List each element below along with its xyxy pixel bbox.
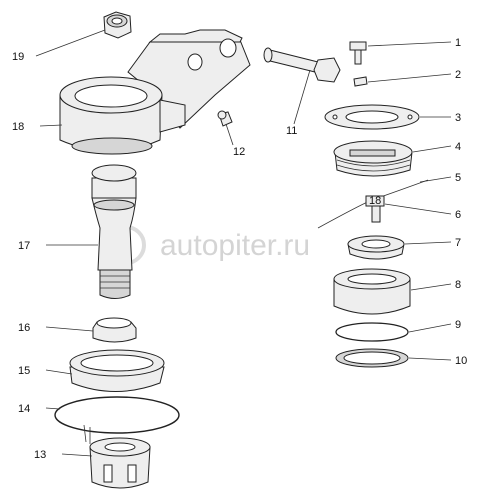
watermark-text: autopiter.ru — [160, 229, 310, 262]
part-15-boot — [69, 349, 165, 392]
part-8-sleeve — [333, 268, 411, 315]
callout-5: 5 — [455, 172, 461, 184]
callout-18: 18 — [12, 121, 24, 133]
part-19-nut — [103, 11, 132, 39]
watermark: autopiter.ru — [106, 225, 310, 265]
part-2-washer — [353, 76, 368, 87]
callout-8: 8 — [455, 279, 461, 291]
callout-4: 4 — [455, 141, 461, 153]
part-10-seal — [335, 348, 409, 368]
callout-17: 17 — [18, 240, 30, 252]
part-16-cap — [92, 317, 137, 343]
callout-11: 11 — [286, 125, 297, 137]
part-3-plate — [324, 104, 420, 130]
part-6-marking: 18 — [369, 195, 381, 207]
callout-15: 15 — [18, 365, 30, 377]
callout-1: 1 — [455, 37, 461, 49]
part-11-bolt — [263, 47, 341, 83]
part-13-castle-nut — [89, 437, 151, 489]
callout-6: 6 — [455, 209, 461, 221]
part-14-ring — [54, 396, 180, 444]
callout-10: 10 — [455, 355, 467, 367]
leader-lines — [35, 29, 452, 457]
callout-13: 13 — [34, 449, 46, 461]
part-17-ball-pin — [91, 164, 137, 299]
callout-3: 3 — [455, 112, 461, 124]
part-9-oring — [335, 322, 409, 342]
callout-12: 12 — [233, 146, 245, 158]
callout-7: 7 — [455, 237, 461, 249]
part-6-key: 18 — [365, 195, 385, 223]
part-12-fitting — [217, 110, 233, 127]
part-4-plug — [333, 140, 413, 177]
callout-2: 2 — [455, 69, 461, 81]
part-18-housing — [59, 29, 251, 155]
callout-19: 19 — [12, 51, 24, 63]
part-7-seat — [347, 235, 405, 260]
callout-16: 16 — [18, 322, 30, 334]
callout-9: 9 — [455, 319, 461, 331]
part-1-bolt — [349, 41, 367, 65]
callout-labels: 1 2 3 4 5 6 7 8 9 10 11 12 13 14 15 16 1… — [12, 37, 467, 461]
callout-14: 14 — [18, 403, 30, 415]
